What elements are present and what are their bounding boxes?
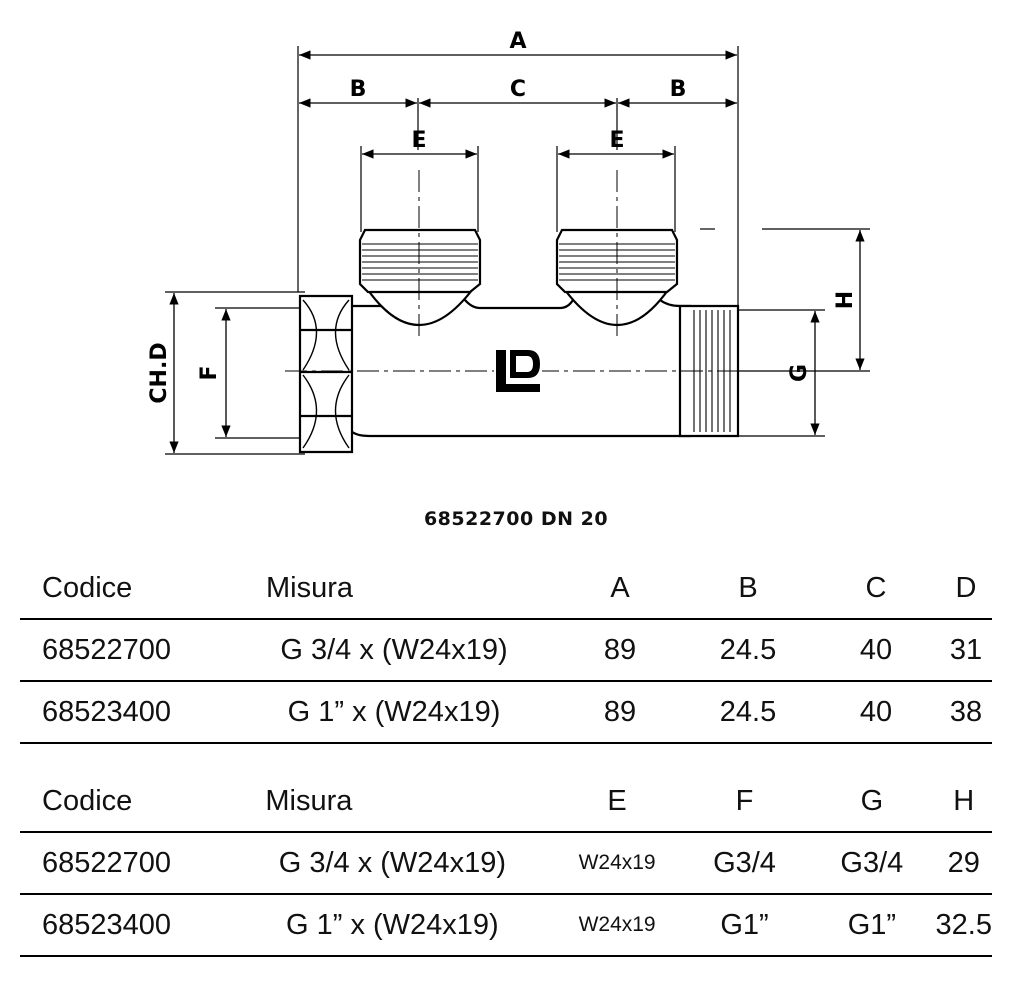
dim-label-e-right: E: [609, 128, 624, 153]
cell-b: 24.5: [719, 633, 777, 666]
valve-body: [298, 228, 740, 454]
table-row: 68523400 G 1” x (W24x19) W24x19 G1” G1” …: [20, 894, 992, 956]
header-misura: Misura: [265, 784, 353, 817]
cell-misura: G 3/4 x (W24x19): [278, 846, 506, 879]
header-e: E: [607, 784, 627, 817]
table-row: 68522700 G 3/4 x (W24x19) W24x19 G3/4 G3…: [20, 832, 992, 894]
cell-e: W24x19: [578, 913, 656, 936]
dim-label-e-left: E: [411, 128, 426, 153]
cell-codice: 68522700: [42, 633, 172, 666]
cell-misura: G 3/4 x (W24x19): [280, 633, 508, 666]
header-h: H: [953, 784, 975, 817]
header-f: F: [735, 784, 754, 817]
cell-g: G3/4: [840, 846, 904, 879]
cell-g: G1”: [847, 908, 897, 941]
cell-h: 29: [947, 846, 980, 879]
dim-label-b-left: B: [350, 77, 367, 102]
dimensions-table-1: Codice Misura A B C D 68522700 G 3/4 x (…: [20, 558, 992, 744]
dim-label-a: A: [509, 29, 526, 54]
header-codice: Codice: [42, 784, 133, 817]
header-g: G: [860, 784, 884, 817]
header-c: C: [865, 571, 887, 604]
cell-codice: 68522700: [42, 846, 172, 879]
cell-c: 40: [859, 695, 893, 728]
table-header-row: Codice Misura E F G H: [20, 771, 992, 832]
cell-misura: G 1” x (W24x19): [287, 695, 501, 728]
dim-label-c: C: [510, 77, 526, 102]
cell-d: 38: [949, 695, 983, 728]
cell-f: G3/4: [713, 846, 776, 879]
dim-label-f: F: [197, 365, 222, 380]
cell-f: G1”: [720, 908, 769, 941]
cell-b: 24.5: [719, 695, 777, 728]
table-header-row: Codice Misura A B C D: [20, 558, 992, 619]
cell-codice: 68523400: [42, 908, 172, 941]
dimensions-table-2: Codice Misura E F G H 68522700 G 3/4 x (…: [20, 771, 992, 957]
table-row: 68522700 G 3/4 x (W24x19) 89 24.5 40 31: [20, 619, 992, 681]
cell-d: 31: [949, 633, 983, 666]
cell-a: 89: [603, 695, 637, 728]
cell-h: 32.5: [935, 908, 992, 941]
cell-codice: 68523400: [42, 695, 172, 728]
header-a: A: [610, 571, 630, 604]
dim-label-h: H: [833, 291, 858, 309]
dim-label-chd: CH.D: [147, 342, 172, 403]
dim-label-b-right: B: [670, 77, 687, 102]
cell-misura: G 1” x (W24x19): [286, 908, 499, 941]
header-b: B: [738, 571, 758, 604]
brand-logo: [494, 348, 542, 394]
cell-a: 89: [603, 633, 637, 666]
cell-e: W24x19: [578, 851, 656, 874]
dim-label-g: G: [787, 364, 812, 382]
drawing-caption: 68522700 DN 20: [423, 508, 609, 530]
header-misura: Misura: [266, 571, 354, 604]
table-row: 68523400 G 1” x (W24x19) 89 24.5 40 38: [20, 681, 992, 743]
header-codice: Codice: [42, 571, 133, 604]
cell-c: 40: [859, 633, 893, 666]
header-d: D: [955, 571, 977, 604]
technical-drawing: A B C B E E CH.D F G H: [147, 29, 870, 455]
